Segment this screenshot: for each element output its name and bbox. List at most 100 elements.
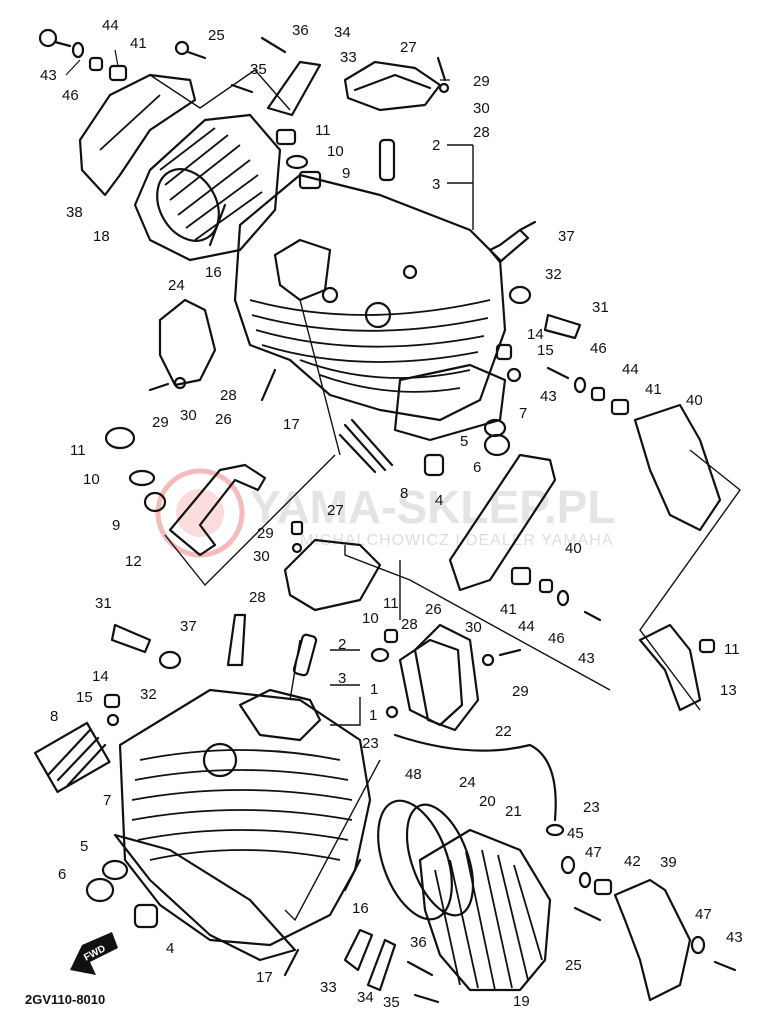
cylinder-rear [133,113,282,262]
cylinder-head-upper-fins [249,299,491,393]
watermark-brand: YAMA-SKLEP.PL [250,481,616,533]
part-label: 11 [724,641,740,658]
part-label: 37 [558,228,575,245]
fwd-arrow-icon [70,932,118,975]
head-port-flange [273,238,332,302]
part-label: 15 [537,342,554,359]
cylinder-head-lower-fins [131,749,353,861]
collar-44-c [538,578,554,594]
part-label: 17 [283,416,300,433]
hose-22 [393,733,557,822]
collar-44-a [88,56,104,72]
hardware-parts [38,28,737,1004]
part-label: 5 [460,433,468,450]
part-label: 40 [686,392,703,409]
part-label: 40 [565,540,582,557]
bolt-29-d [498,648,522,657]
part-label: 19 [513,993,530,1010]
part-label: 34 [357,989,374,1006]
part-label: 24 [459,774,476,791]
lower-head-flange [238,688,322,742]
nut-11-c [698,638,716,654]
seal-5-b [101,859,129,881]
cylinder-head-lower [118,688,372,947]
part-label: 44 [622,361,639,378]
washer-15-b [106,713,120,727]
part-label: 20 [479,793,496,810]
frame-line-left [164,299,341,587]
collar-45 [560,855,576,875]
bolt-43-a [38,28,58,48]
part-label: 31 [95,595,112,612]
part-label: 14 [527,326,544,343]
side-cover-26-lower [413,623,480,732]
part-label: 11 [383,595,399,612]
frame-line-cover [344,545,611,691]
part-label: 22 [495,723,512,740]
part-label: 17 [256,969,273,986]
washer-10-c [370,647,390,663]
stud-16-upper [208,203,227,247]
part-label: 31 [592,299,609,316]
cylinder-bore [156,168,220,242]
tappet-cover-gasket-upper [353,73,432,92]
part-label: 33 [320,979,337,996]
part-label: 36 [292,22,309,39]
bracket-40-right [633,403,722,532]
part-label: 36 [410,934,427,951]
front-cylinder-assembly [33,538,702,1002]
bolt-43-c [583,610,602,622]
bolt-43-d [713,960,737,972]
frame-line-top [149,69,291,111]
part-label: 8 [50,708,58,725]
bracket-1-lower [330,649,361,726]
leader-misc [65,49,450,81]
bolt-43-a-shank [53,40,72,48]
spark-plug-lower [226,613,247,667]
part-label: 5 [80,838,88,855]
cylinder-cover-38 [78,73,197,197]
bolt-31-a [543,313,582,340]
watermark: YAMA-SKLEP.PL MICHALCHOWICZ | DEALER YAM… [155,468,616,558]
part-label: 11 [315,122,331,139]
part-label: 15 [76,689,93,706]
part-label: 29 [473,73,490,90]
frame-line-lower [284,759,381,922]
nut-11-d [383,628,399,644]
watermark-subtitle: MICHALCHOWICZ | DEALER YAMAHA [300,532,614,549]
bolt-29-a [436,56,447,82]
washer-46-b [573,376,587,394]
part-label: 46 [548,630,565,647]
bolt-29-c [290,520,304,536]
gasket-28-lower [398,638,464,727]
part-label: 16 [352,900,369,917]
cylinder-front-fins [434,849,543,991]
fwd-arrow: FWD [70,932,118,975]
part-label: 8 [400,485,408,502]
bracket-40-middle [448,453,557,592]
seal-6-a [483,433,511,457]
bolt-29-b [148,382,170,392]
lower-head-port [202,742,238,778]
part-label: 26 [425,601,442,618]
collar-44-b [590,386,606,402]
leader-lines [65,49,741,922]
collar-4-a [423,453,445,477]
washer-30-d [481,653,495,667]
part-label: 18 [93,228,110,245]
head-bolt-hole-2 [402,264,418,280]
bracket-13 [638,623,702,712]
bracket-12 [168,463,267,557]
part-label: 45 [567,825,584,842]
tappet-cover-27-upper [343,60,442,112]
nut-14-a [495,343,513,361]
bolt-36-a [260,36,287,54]
part-label: 6 [58,866,66,883]
part-label: 23 [362,735,379,752]
part-label: 46 [590,340,607,357]
part-label: 30 [473,100,490,117]
part-label: 38 [66,204,83,221]
part-label: 48 [405,766,422,783]
part-label: 28 [401,616,418,633]
